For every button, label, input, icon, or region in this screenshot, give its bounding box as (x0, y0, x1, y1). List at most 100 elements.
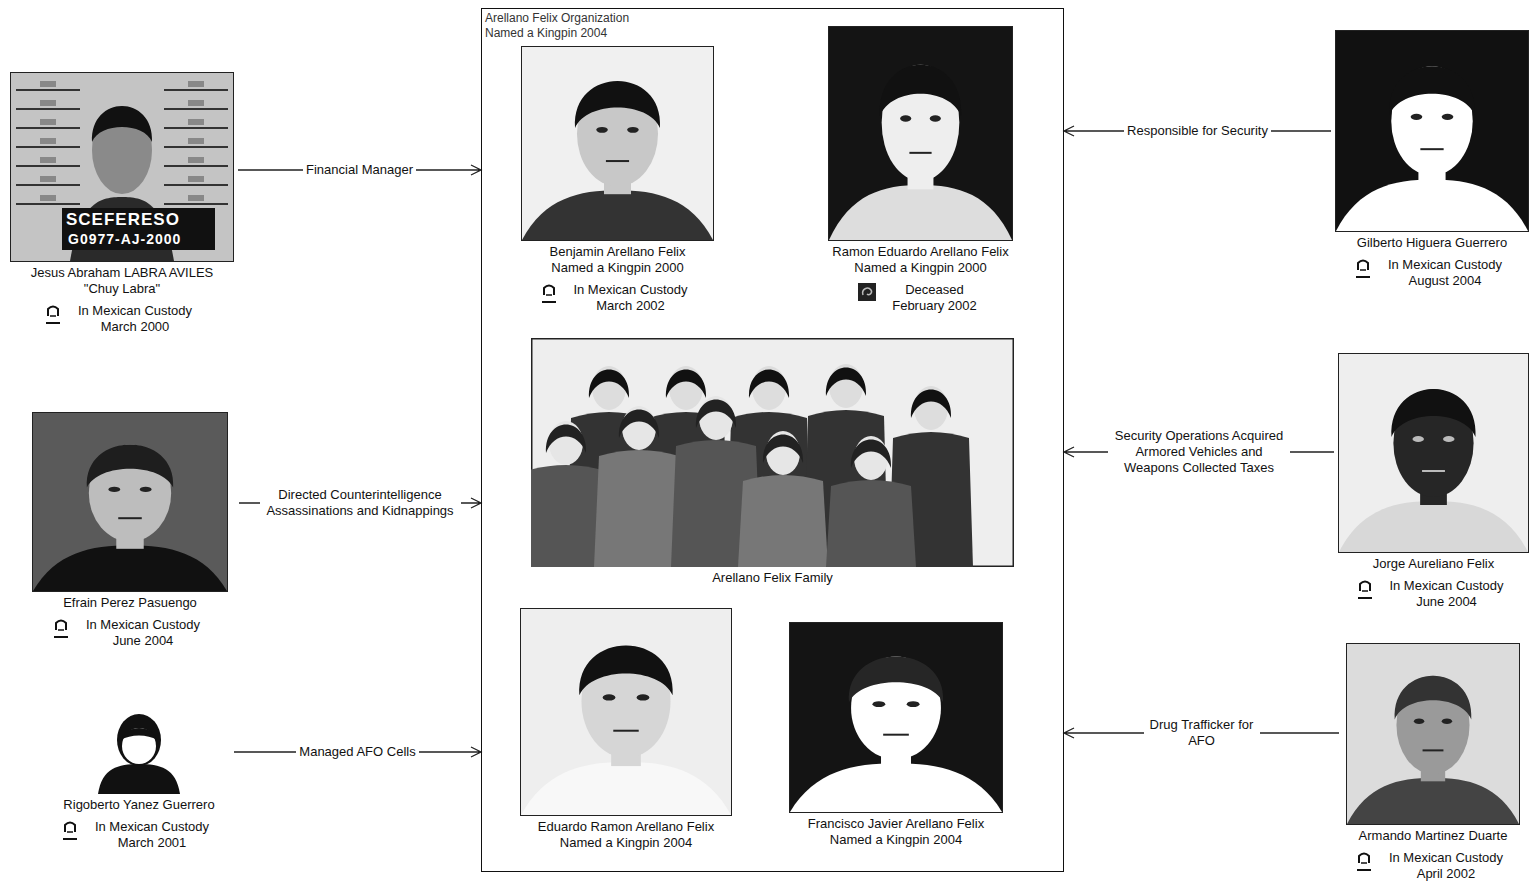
illustration-part (1443, 436, 1454, 442)
illustration-part (851, 440, 891, 469)
person-card: Eduardo Ramon Arellano FelixNamed a King… (513, 608, 739, 851)
illustration-part (1359, 854, 1369, 864)
person-name: Jesus Abraham LABRA AVILES (10, 265, 234, 281)
custody-row: In Mexican Custody March 2000 (10, 303, 234, 335)
custody-note: In Mexican Custody June 2004 (1383, 578, 1511, 610)
illustration-part (188, 138, 204, 144)
illustration-part (108, 487, 120, 492)
person-note: Named a Kingpin 2004 (786, 832, 1006, 848)
illustration-part (858, 283, 876, 301)
edge-label: Managed AFO Cells (296, 744, 418, 760)
illustration-part (627, 127, 639, 133)
illustration-part (40, 119, 56, 125)
illustration-part (1358, 261, 1368, 271)
illustration-part (92, 106, 152, 142)
illustration-part (1356, 276, 1370, 278)
custody-icon (1355, 258, 1371, 278)
illustration-part (1336, 31, 1529, 232)
custody-row: In Mexican Custody March 2002 (511, 282, 724, 314)
illustration-part (63, 838, 77, 840)
deceased-note: Deceased February 2002 (886, 282, 984, 314)
illustration-part (790, 763, 1002, 812)
illustration-part (16, 89, 80, 91)
illustration-part (790, 623, 1003, 813)
illustration-part (58, 629, 64, 631)
illustration-part (880, 65, 962, 117)
illustration-part (16, 203, 80, 205)
custody-note: In Mexican Custody March 2001 (88, 819, 216, 851)
illustration-part (749, 370, 789, 399)
illustration-part (16, 127, 80, 129)
person-note: Named a Kingpin 2004 (513, 835, 739, 851)
person-card: Jesus Abraham LABRA AVILES"Chuy Labra" In… (10, 72, 234, 335)
custody-row: In Mexican Custody August 2004 (1335, 257, 1529, 289)
illustration-part (1422, 470, 1445, 472)
custody-row: In Mexican Custody March 2001 (48, 819, 230, 851)
illustration-part (1362, 590, 1368, 592)
portrait-photo (521, 46, 714, 241)
person-card: Jorge Aureliano FelixIn Mexican Custody … (1338, 353, 1529, 610)
illustration-part (65, 823, 75, 833)
illustration-part (1395, 676, 1472, 720)
illustration-part (900, 115, 911, 121)
illustration-part (1339, 501, 1528, 552)
illustration-part (1442, 114, 1454, 120)
illustration-part (696, 400, 736, 429)
illustration-part (56, 621, 66, 631)
illustration-part (164, 203, 228, 205)
portrait-photo (32, 412, 228, 592)
illustration-part (542, 301, 556, 303)
person-note: "Chuy Labra" (10, 281, 234, 297)
portrait-photo (1335, 30, 1529, 232)
illustration-part (1442, 719, 1452, 724)
illustration-part (87, 444, 173, 487)
illustration-part (907, 701, 920, 707)
illustration-part (1358, 597, 1372, 599)
illustration-part (826, 368, 866, 397)
illustration-part (40, 176, 56, 182)
illustration-part (883, 734, 909, 736)
portrait-photo (531, 338, 1014, 567)
deceased-icon (858, 283, 876, 301)
person-card: Arellano Felix Family (531, 338, 1014, 586)
illustration-part (188, 176, 204, 182)
illustration-part (1389, 66, 1475, 114)
custody-row: In Mexican Custody April 2002 (1343, 850, 1523, 882)
custody-note: In Mexican Custody March 2002 (567, 282, 695, 314)
portrait-photo (96, 710, 182, 794)
person-card: Gilberto Higuera GuerreroIn Mexican Cust… (1335, 30, 1529, 289)
illustration-part (1360, 269, 1366, 271)
portrait-photo (828, 26, 1013, 241)
mugshot-placard-text: SCEFERESO (66, 211, 180, 228)
illustration-part (1336, 179, 1528, 231)
illustration-part (117, 714, 161, 766)
illustration-part (118, 517, 142, 519)
illustration-part (1347, 778, 1519, 824)
illustration-part (50, 315, 56, 317)
illustration-part (164, 146, 228, 148)
mugshot-placard-text: G0977-AJ-2000 (68, 232, 181, 246)
illustration-part (122, 728, 156, 764)
portrait-photo (789, 622, 1003, 813)
illustration-part (188, 81, 204, 87)
edge-label: Directed Counterintelligence Assassinati… (260, 487, 461, 519)
custody-row: In Mexican Custody June 2004 (1338, 578, 1529, 610)
custody-icon (45, 304, 61, 324)
illustration-part (666, 370, 706, 399)
illustration-part (546, 294, 552, 296)
illustration-part (1360, 582, 1370, 592)
illustration-part (164, 184, 228, 186)
person-card: Benjamin Arellano FelixNamed a Kingpin 2… (511, 46, 724, 314)
illustration-part (872, 701, 885, 707)
illustration-part (164, 89, 228, 91)
illustration-part (1361, 862, 1367, 864)
person-card: Ramon Eduardo Arellano FelixNamed a King… (818, 26, 1023, 314)
illustration-part (909, 152, 931, 154)
illustration-part (40, 138, 56, 144)
person-card: Francisco Javier Arellano FelixNamed a K… (786, 622, 1006, 848)
custody-icon (1356, 851, 1372, 871)
illustration-part (1423, 749, 1444, 751)
illustration-part (637, 694, 650, 700)
illustration-part (521, 762, 731, 815)
illustration-part (829, 27, 1013, 241)
